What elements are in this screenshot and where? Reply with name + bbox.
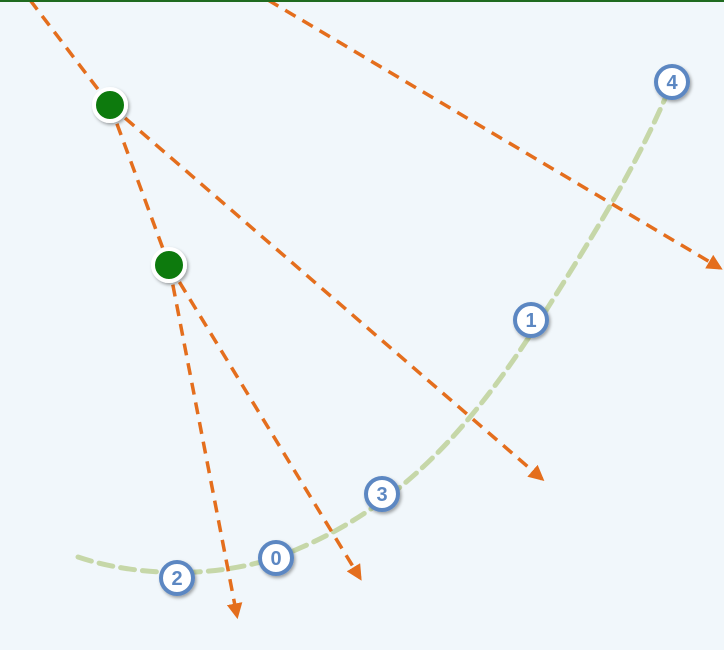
marker-2: 2 <box>159 560 195 596</box>
marker-0: 0 <box>258 540 294 576</box>
marker-4: 4 <box>654 64 690 100</box>
marker-4-label: 4 <box>666 72 678 94</box>
ray-mid-down <box>167 264 362 581</box>
curve-path <box>75 79 675 575</box>
ray-long-diagonal <box>108 103 545 482</box>
ray-upper-left-segment <box>28 0 112 107</box>
ray-top-right <box>267 0 723 270</box>
marker-1-label: 1 <box>525 310 536 332</box>
top-border <box>0 0 724 2</box>
node-lower <box>151 247 187 283</box>
marker-0-label: 0 <box>270 548 281 570</box>
marker-2-label: 2 <box>171 568 182 590</box>
ray-node-connector <box>108 104 171 266</box>
node-upper <box>92 87 128 123</box>
marker-3: 3 <box>364 476 400 512</box>
marker-3-label: 3 <box>376 484 387 506</box>
marker-1: 1 <box>513 302 549 338</box>
